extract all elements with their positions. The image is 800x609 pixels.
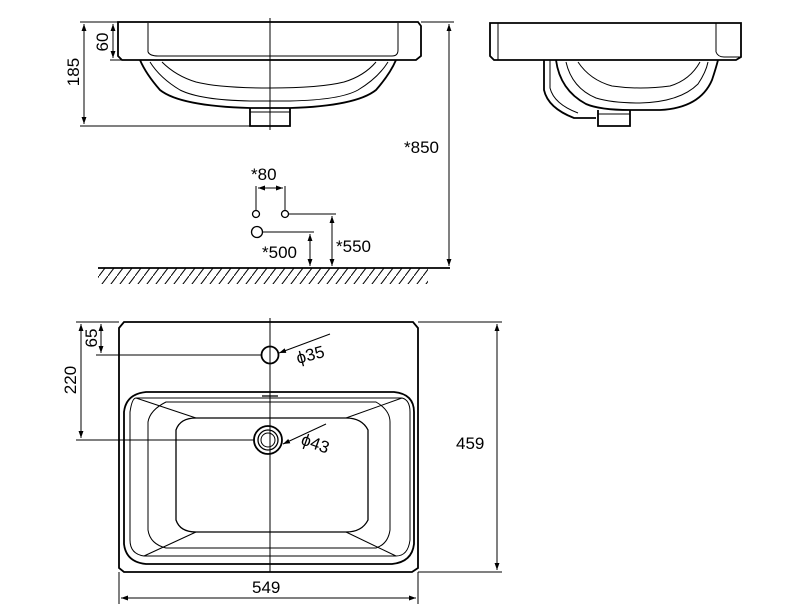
- top-diagonal-bl: [143, 531, 197, 557]
- installation-heights: *850 *80 *550 *500: [98, 21, 454, 284]
- label-supply-height: *550: [336, 237, 371, 256]
- top-inner-rim: [123, 391, 415, 565]
- front-rim-outline: [117, 21, 422, 61]
- label-drain-height: *500: [262, 243, 297, 262]
- label-tap-hole-offset: 65: [82, 329, 101, 348]
- top-bowl-tier-mid: [147, 401, 391, 549]
- side-bowl-inner: [565, 61, 709, 104]
- side-rim-outline: [489, 22, 742, 61]
- leader-drain-hole: [282, 423, 327, 445]
- supply-valve-right-icon: [280, 209, 290, 219]
- top-diagonal-br: [345, 531, 397, 557]
- label-supply-spacing: *80: [251, 165, 277, 184]
- side-bowl-outer: [555, 59, 719, 111]
- front-view: 60 185: [64, 18, 422, 130]
- side-view: [489, 22, 742, 127]
- side-drain: [597, 110, 631, 127]
- side-skirt: [543, 60, 596, 119]
- top-diagonal-tl: [135, 397, 197, 419]
- front-bowl-inner: [149, 61, 389, 102]
- drain-hole-mid-icon: [257, 429, 279, 451]
- label-drain-offset: 220: [61, 366, 80, 394]
- top-bowl-floor: [175, 417, 369, 533]
- top-outer-outline: [118, 321, 419, 573]
- top-diagonal-tr: [345, 397, 403, 419]
- label-drain-diameter: ϕ43: [299, 430, 332, 458]
- drain-outlet-icon: [250, 225, 264, 239]
- supply-valve-left-icon: [251, 209, 261, 219]
- label-to-floor: *850: [404, 138, 439, 157]
- drain-hole-inner-icon: [260, 432, 276, 448]
- side-skirt-inner: [549, 60, 579, 114]
- leader-tap-hole: [278, 333, 331, 354]
- top-view: ϕ35 ϕ43 65 220 459 549: [61, 318, 502, 604]
- front-bowl-mid: [161, 61, 377, 89]
- label-total-height: 185: [64, 58, 83, 86]
- side-bowl-mid: [577, 61, 701, 89]
- front-rim-step: [147, 23, 399, 57]
- label-width: 549: [252, 578, 280, 597]
- label-depth: 459: [456, 434, 484, 453]
- label-rim-height: 60: [93, 33, 112, 52]
- side-rim-step: [715, 51, 741, 58]
- floor-hatch: [98, 268, 428, 284]
